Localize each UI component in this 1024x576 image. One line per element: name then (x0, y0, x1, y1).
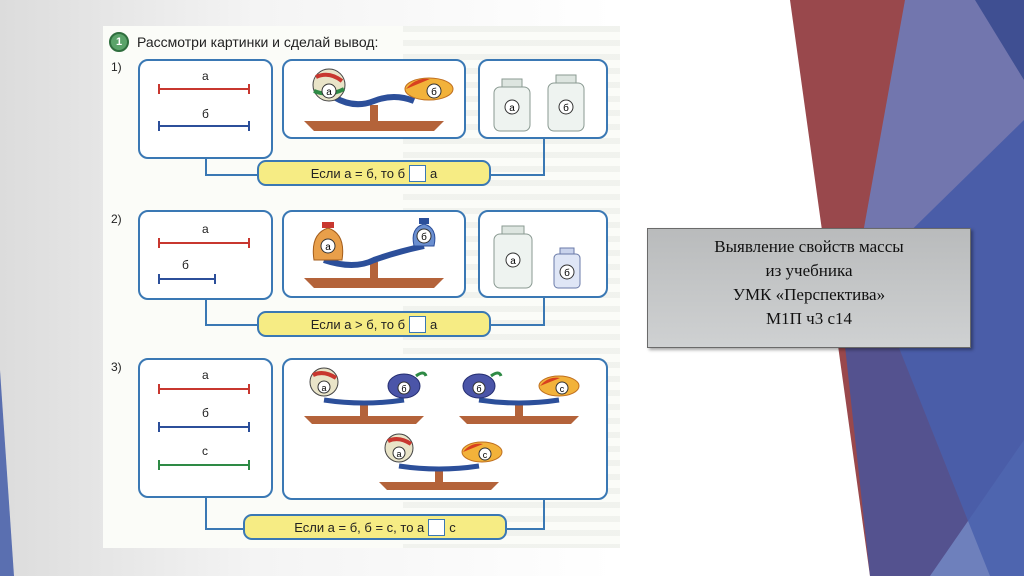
textbook-page: 1 Рассмотри картинки и сделай вывод: 1) … (103, 26, 620, 548)
segment-c (158, 460, 250, 470)
connector-line (205, 159, 259, 176)
connector-line (205, 300, 259, 326)
right-deco-corner (975, 0, 1024, 80)
segment-label-a: а (202, 69, 209, 83)
scales-box: а б (282, 210, 466, 298)
caption-line-1: Выявление свойств массы (714, 237, 904, 256)
conclusion-text-end: а (430, 165, 438, 181)
segment-label-c: с (202, 444, 208, 458)
object-label-b-2: б (476, 384, 481, 394)
task-heading: 1 Рассмотри картинки и сделай вывод: (109, 32, 378, 52)
task-instruction: Рассмотри картинки и сделай вывод: (137, 34, 379, 50)
balance-scales-illustration: а б б с а (304, 367, 580, 490)
conclusion-box: Если а = б, б = с, то а с (243, 514, 507, 540)
right-deco-dark-blue (840, 120, 1024, 576)
conclusion-text: Если а = б, б = с, то а (294, 519, 425, 535)
segment-a (158, 384, 250, 394)
conclusion-text: Если а = б, то б (310, 165, 406, 181)
jar-label-b: б (564, 267, 570, 279)
segments-box: а б (138, 59, 273, 159)
object-label-b: б (421, 231, 427, 243)
conclusion-text-end: с (449, 519, 456, 535)
segment-b (158, 422, 250, 432)
connector-line (491, 298, 545, 326)
jar-label-b: б (563, 102, 569, 114)
caption-line-2: из учебника (765, 261, 853, 280)
segment-label-b: б (202, 107, 209, 121)
item-number: 2) (111, 212, 122, 226)
conclusion-box: Если а > б, то б а (257, 311, 491, 337)
jar-label-a: а (509, 103, 515, 114)
connector-line (205, 498, 245, 530)
jar-label-a: а (510, 256, 516, 267)
object-label-c-2: с (483, 450, 488, 460)
segment-b (158, 121, 250, 131)
connector-line (507, 500, 545, 530)
slide-caption-box: Выявление свойств массы из учебника УМК … (647, 228, 971, 348)
connector-line (491, 139, 545, 176)
conclusion-text-end: а (430, 316, 438, 332)
object-label-a-2: а (396, 449, 401, 459)
segments-box: а б с (138, 358, 273, 498)
object-label-b: б (401, 384, 406, 394)
segment-b (158, 274, 216, 284)
answer-square[interactable] (428, 518, 446, 536)
conclusion-box: Если а = б, то б а (257, 160, 491, 186)
object-label-a: а (325, 242, 331, 253)
jars-box: а б (478, 59, 608, 139)
jars-illustration: а б (493, 74, 585, 132)
object-label-a: а (326, 87, 332, 98)
object-label-c: с (560, 384, 565, 394)
answer-square[interactable] (409, 315, 427, 333)
segment-a (158, 84, 250, 94)
segments-box: а б (138, 210, 273, 300)
segment-label-b: б (202, 406, 209, 420)
scales-box: а б (282, 59, 466, 139)
segment-label-b: б (182, 258, 189, 272)
answer-square[interactable] (409, 164, 427, 182)
jars-illustration: а б (493, 225, 581, 289)
balance-scale-illustration: а б (304, 68, 454, 131)
balance-scale-illustration: а б (304, 218, 444, 288)
conclusion-text: Если а > б, то б (310, 316, 406, 332)
scales-box: а б б с а (282, 358, 608, 500)
segment-label-a: а (202, 368, 209, 382)
left-deco-triangle (0, 370, 14, 576)
item-number: 3) (111, 360, 122, 374)
object-label-b: б (431, 86, 437, 98)
segment-a (158, 238, 250, 248)
caption-line-3: УМК «Перспектива» (732, 285, 886, 304)
object-label-a: а (321, 383, 326, 393)
item-number: 1) (111, 60, 122, 74)
caption-line-4: М1П ч3 с14 (766, 309, 852, 328)
jars-box: а б (478, 210, 608, 298)
task-number: 1 (109, 32, 129, 52)
segment-label-a: а (202, 222, 209, 236)
